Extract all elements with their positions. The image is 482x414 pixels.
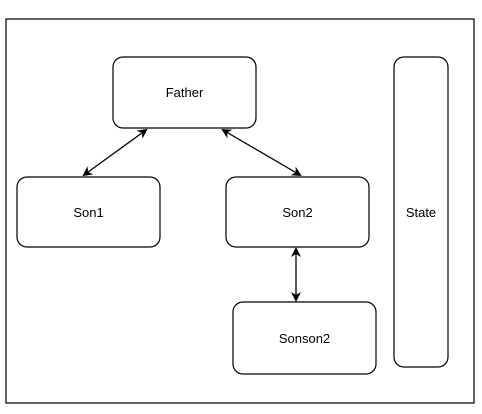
node-son2: Son2 <box>225 176 370 248</box>
node-son1-label: Son1 <box>73 205 103 220</box>
node-father-label: Father <box>166 85 204 100</box>
node-son2-box <box>225 176 370 248</box>
node-father-box <box>112 56 257 129</box>
node-sonson2-label: Sonson2 <box>279 331 330 346</box>
edge-father-son1 <box>82 128 148 177</box>
edge-father-son2 <box>221 128 302 177</box>
node-son1-box <box>16 176 161 248</box>
node-state-label: State <box>406 205 436 220</box>
node-state: State <box>393 56 449 368</box>
node-son2-label: Son2 <box>282 205 312 220</box>
node-father: Father <box>112 56 257 129</box>
node-son1: Son1 <box>16 176 161 248</box>
node-state-box <box>393 56 449 368</box>
node-sonson2-box <box>232 301 377 375</box>
node-sonson2: Sonson2 <box>232 301 377 375</box>
